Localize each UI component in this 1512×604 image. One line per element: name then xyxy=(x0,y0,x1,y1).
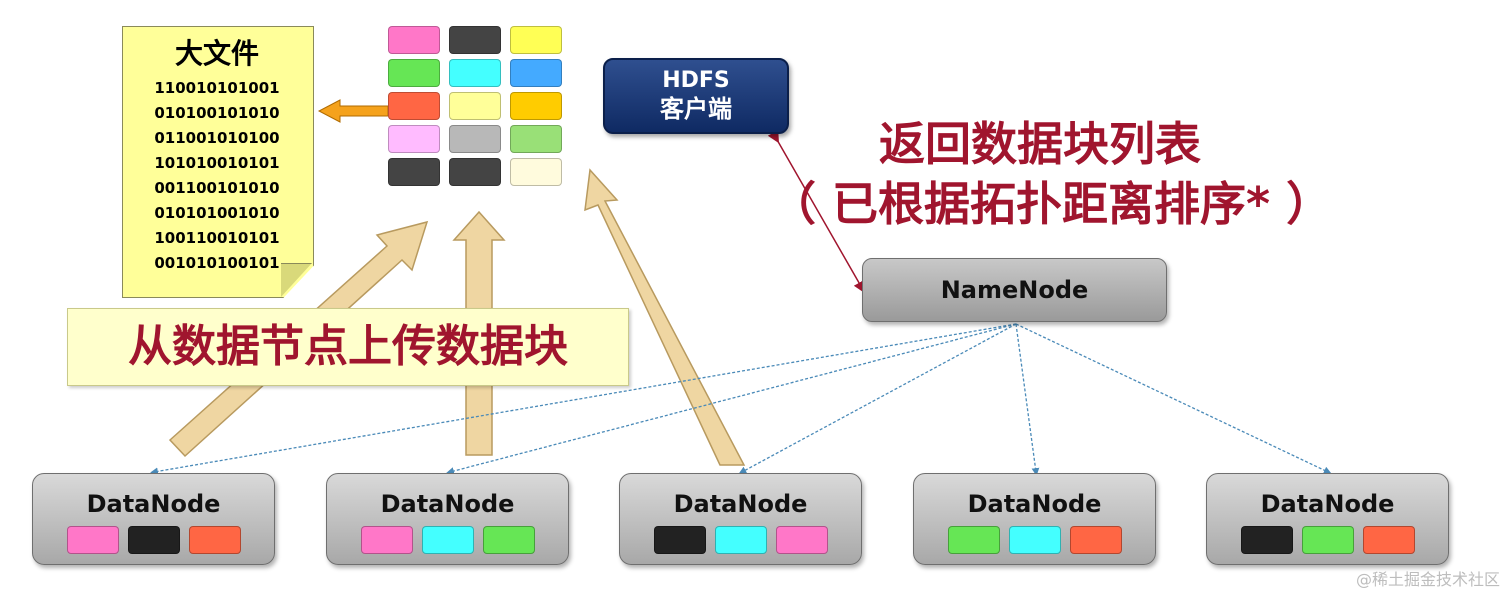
data-block-grid xyxy=(388,26,568,186)
datanode-label: DataNode xyxy=(673,490,808,518)
data-block xyxy=(510,26,562,54)
upload-banner: 从数据节点上传数据块 xyxy=(67,308,629,386)
client-namenode-line xyxy=(767,129,865,294)
data-block xyxy=(421,526,474,554)
nn-dn-line-3 xyxy=(738,323,1017,474)
datanode-label: DataNode xyxy=(86,490,221,518)
data-block xyxy=(1362,526,1415,554)
big-file-note xyxy=(122,26,314,298)
data-block xyxy=(188,526,241,554)
data-block xyxy=(388,92,440,120)
binary-line: 100110010101 xyxy=(154,229,280,247)
file-assemble-arrow xyxy=(317,99,389,123)
datanode-label: DataNode xyxy=(967,490,1102,518)
datanode-4: DataNode xyxy=(913,473,1156,565)
hdfs-client-box: HDFS 客户端 xyxy=(603,58,789,134)
namenode-box: NameNode xyxy=(862,258,1167,322)
data-block xyxy=(775,526,828,554)
binary-line: 001010100101 xyxy=(154,254,280,272)
data-block xyxy=(388,59,440,87)
big-file-title: 大文件 xyxy=(174,37,259,70)
datanode-label: DataNode xyxy=(1260,490,1395,518)
data-block xyxy=(388,125,440,153)
data-block xyxy=(510,92,562,120)
data-block xyxy=(127,526,180,554)
datanode-blocks xyxy=(327,526,568,554)
data-block xyxy=(388,26,440,54)
data-block xyxy=(1008,526,1061,554)
data-block xyxy=(510,59,562,87)
datanode-blocks xyxy=(1207,526,1448,554)
return-text-line-1: 返回数据块列表 xyxy=(879,117,1201,171)
data-block xyxy=(360,526,413,554)
datanode-5: DataNode xyxy=(1206,473,1449,565)
datanode-blocks xyxy=(914,526,1155,554)
nn-dn-line-1 xyxy=(150,323,1017,476)
hdfs-client-title: HDFS xyxy=(662,68,730,93)
datanode-label: DataNode xyxy=(380,490,515,518)
datanode-blocks xyxy=(33,526,274,554)
binary-line: 010100101010 xyxy=(154,104,280,122)
big-file-binary-lines: 110010101001 010100101010 011001010100 1… xyxy=(122,76,312,276)
datanode-2: DataNode xyxy=(326,473,569,565)
datanode-1: DataNode xyxy=(32,473,275,565)
return-block-list-text: 返回数据块列表 （ 已根据拓扑距离排序* ） xyxy=(770,114,1333,234)
data-block xyxy=(1301,526,1354,554)
data-block xyxy=(714,526,767,554)
data-block xyxy=(1069,526,1122,554)
binary-line: 110010101001 xyxy=(154,79,280,97)
data-block xyxy=(449,26,501,54)
binary-line: 101010010101 xyxy=(154,154,280,172)
nn-dn-line-4 xyxy=(1015,323,1040,476)
data-block xyxy=(449,59,501,87)
hdfs-client-subtitle: 客户端 xyxy=(660,95,732,123)
nn-dn-line-5 xyxy=(1015,323,1332,474)
nn-dn-line-2 xyxy=(446,323,1017,475)
datanode-blocks xyxy=(620,526,861,554)
data-block xyxy=(449,125,501,153)
datanode-3: DataNode xyxy=(619,473,862,565)
binary-line: 001100101010 xyxy=(154,179,280,197)
data-block xyxy=(482,526,535,554)
binary-line: 010101001010 xyxy=(154,204,280,222)
data-block xyxy=(510,125,562,153)
upload-arrow-3 xyxy=(584,168,746,466)
data-block xyxy=(947,526,1000,554)
data-block xyxy=(510,158,562,186)
return-text-line-2: （ 已根据拓扑距离排序* ） xyxy=(770,177,1333,231)
binary-line: 011001010100 xyxy=(154,129,280,147)
watermark: @稀土掘金技术社区 xyxy=(1355,570,1500,589)
data-block xyxy=(1240,526,1293,554)
data-block xyxy=(388,158,440,186)
data-block xyxy=(66,526,119,554)
data-block xyxy=(449,92,501,120)
data-block xyxy=(449,158,501,186)
data-block xyxy=(653,526,706,554)
